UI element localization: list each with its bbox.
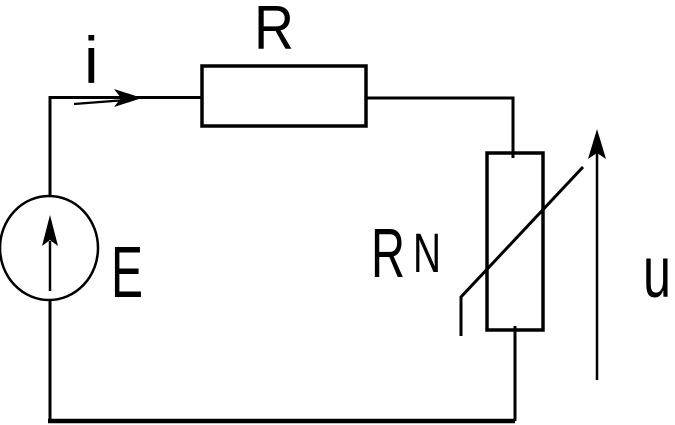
voltage-label: u bbox=[643, 233, 671, 313]
current-arrow-shaft bbox=[73, 98, 127, 106]
current-arrowhead-icon bbox=[114, 89, 142, 107]
source-arrowhead-icon bbox=[42, 215, 58, 246]
nonlinear-resistor-label: R bbox=[371, 214, 405, 292]
nonlinear-resistor-label-subscript: N bbox=[413, 221, 441, 284]
nonlinear-resistor-diagonal bbox=[459, 165, 585, 336]
current-label: i bbox=[84, 23, 99, 97]
nonlinear-resistor-body bbox=[485, 151, 545, 332]
wire-top-right bbox=[366, 96, 515, 158]
circuit-labels: i R E R N u bbox=[84, 0, 671, 313]
source-circle bbox=[0, 194, 100, 302]
arrowheads bbox=[42, 89, 606, 246]
circuit-strokes bbox=[0, 64, 606, 424]
source-label: E bbox=[111, 233, 143, 313]
voltage-arrowhead-icon bbox=[588, 129, 606, 159]
resistor-label: R bbox=[254, 0, 294, 63]
resistor-r-body bbox=[200, 64, 368, 128]
wire-top-left bbox=[48, 96, 202, 196]
